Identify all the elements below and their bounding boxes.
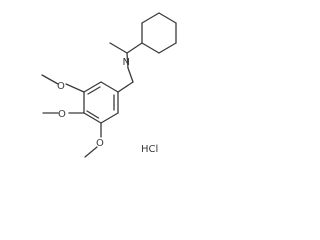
oxygen-atom-label-top: O xyxy=(57,81,65,92)
cyclohexane-ring xyxy=(141,12,177,54)
methoxy-top-group xyxy=(41,74,85,93)
hydrochloride-label: HCl xyxy=(141,144,158,155)
benzyl-amine-chain xyxy=(109,42,143,93)
oxygen-atom-label-middle: O xyxy=(58,109,66,120)
nitrogen-atom-label: N xyxy=(123,57,130,68)
methoxy-bottom-group xyxy=(84,122,102,158)
chemical-structure: N O O O HCl xyxy=(41,12,177,158)
oxygen-atom-label-bottom: O xyxy=(96,138,104,149)
benzene-ring xyxy=(83,81,119,124)
